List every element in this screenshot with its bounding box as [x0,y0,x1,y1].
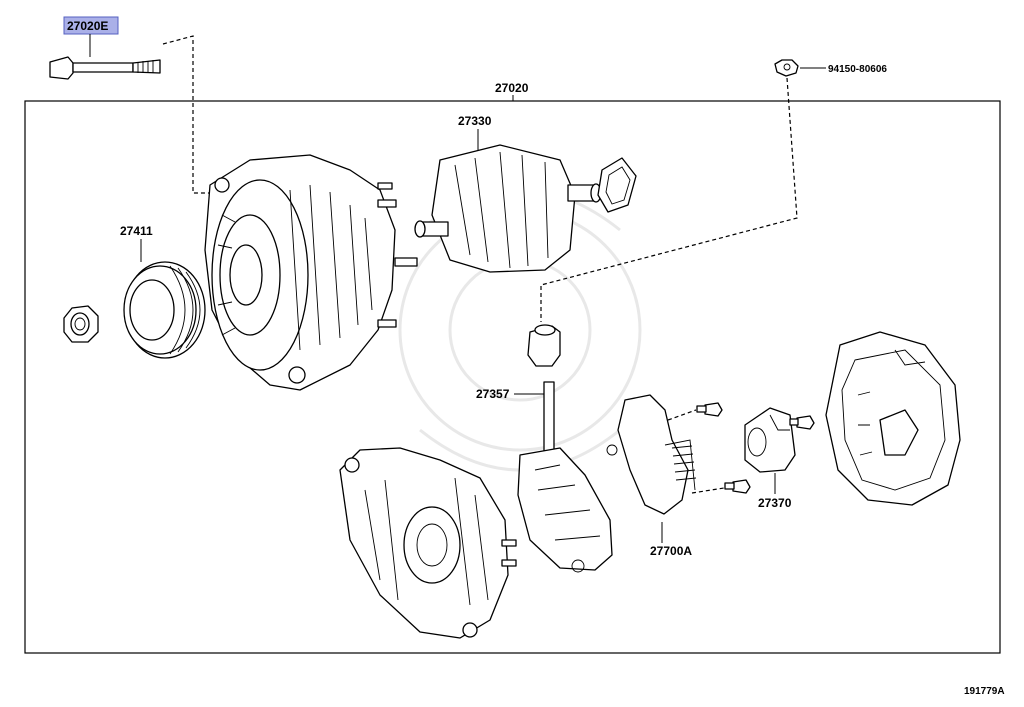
pulley-nut[interactable] [63,305,99,343]
pulley[interactable] [123,261,206,359]
highlight-box [63,16,119,35]
label-27370[interactable]: 27370 [758,496,792,510]
label-27700a[interactable]: 27700A [650,544,692,558]
bearing-ring[interactable] [597,157,637,213]
dash-nut-to-terminal [540,77,798,322]
regulator[interactable] [606,394,697,515]
regulator-screws [667,402,751,494]
label-27411[interactable]: 27411 [120,224,153,238]
label-27357[interactable]: 27357 [476,387,510,401]
label-27020[interactable]: 27020 [495,81,529,95]
cover-screw [789,415,815,430]
label-94150-80606[interactable]: 94150-80606 [828,64,887,75]
through-bolt[interactable] [49,56,161,80]
stud-bolts [377,182,418,328]
terminal-insulator[interactable] [527,324,561,367]
figure-id: 191779A [964,686,1005,697]
front-housing[interactable] [204,154,396,391]
rear-housing[interactable] [339,447,509,639]
terminal-cover[interactable] [744,407,796,473]
label-27330[interactable]: 27330 [458,114,492,128]
rotor[interactable] [414,144,602,273]
terminal-nut[interactable] [774,59,799,77]
label-27020e[interactable]: 27020E [67,19,108,33]
brush-holder[interactable] [517,381,613,573]
rear-housing-studs [501,539,517,567]
dash-bolt-to-housing [162,35,212,194]
rear-end-cover[interactable] [825,331,961,506]
